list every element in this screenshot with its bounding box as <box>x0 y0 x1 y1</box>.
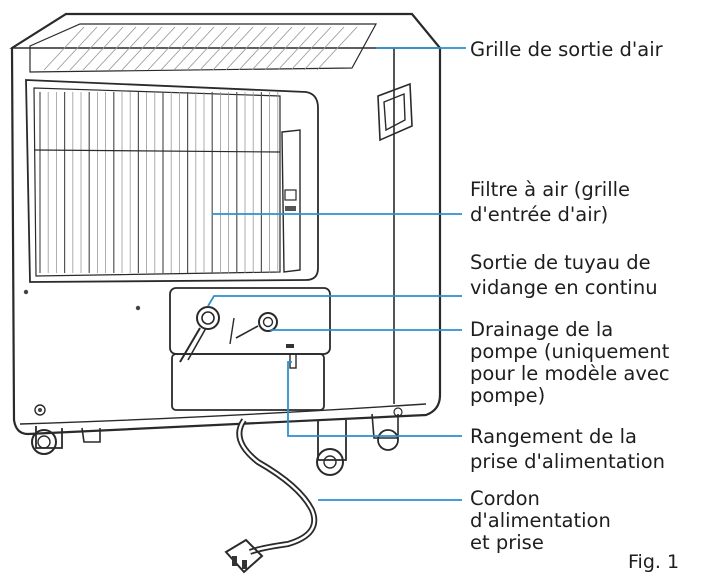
panel-screws <box>23 289 403 417</box>
label-air-outlet-grille: Grille de sortie d'air <box>470 38 664 61</box>
drain-port-panel <box>169 287 331 411</box>
leader-plug-storage <box>287 361 462 437</box>
dehumidifier-body <box>9 12 442 436</box>
castor-rear-left <box>81 427 101 443</box>
callout-labels: Grille de sortie d'air Filtre à air (gri… <box>470 38 679 573</box>
rear-panel <box>10 12 442 436</box>
lower-edge <box>19 403 427 425</box>
continuous-drain-outlet <box>179 306 220 363</box>
leader-continuous-drain <box>207 295 462 307</box>
air-filter <box>25 79 319 283</box>
pump-drainage-port <box>229 312 278 345</box>
filter-icon <box>284 189 297 201</box>
leader-lines <box>207 47 466 501</box>
power-cord <box>224 418 318 574</box>
side-handle <box>377 82 413 142</box>
air-outlet-grille <box>29 23 378 73</box>
outlet-grille-slats <box>43 26 358 71</box>
figure-label: Fig. 1 <box>628 551 679 573</box>
castor-front-left <box>31 426 63 455</box>
label-plug-storage: Rangement de la prise d'alimentation <box>470 425 665 473</box>
label-power-cord: Cordon d'alimentation et prise <box>470 487 617 554</box>
label-air-filter: Filtre à air (grille d'entrée d'air) <box>470 178 636 226</box>
top-surface <box>9 13 442 49</box>
label-pump-drainage: Drainage de la pompe (uniquement pour le… <box>470 318 676 407</box>
filter-grille-slats <box>39 92 279 273</box>
castor-front-right <box>316 420 347 476</box>
power-plug <box>224 538 264 574</box>
label-continuous-drain-outlet: Sortie de tuyau de vidange en continu <box>470 251 658 299</box>
castor-rear-right <box>371 413 399 451</box>
castor-wheels <box>31 413 399 476</box>
plug-storage-slot <box>286 344 297 369</box>
